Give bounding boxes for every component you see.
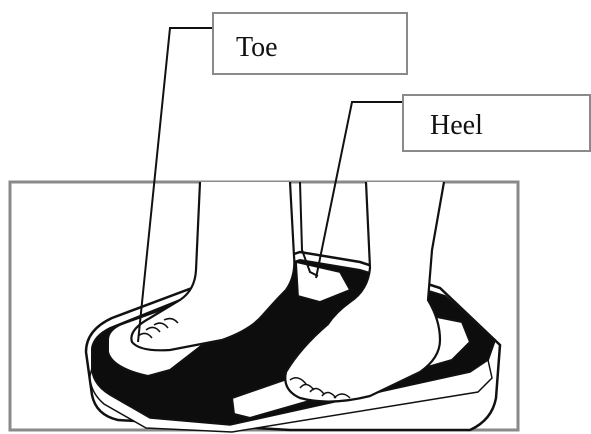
- heel-label: Heel: [430, 112, 483, 140]
- heel-callout: Heel: [402, 94, 591, 152]
- toe-label: Toe: [236, 34, 278, 62]
- toe-callout: Toe: [212, 12, 408, 75]
